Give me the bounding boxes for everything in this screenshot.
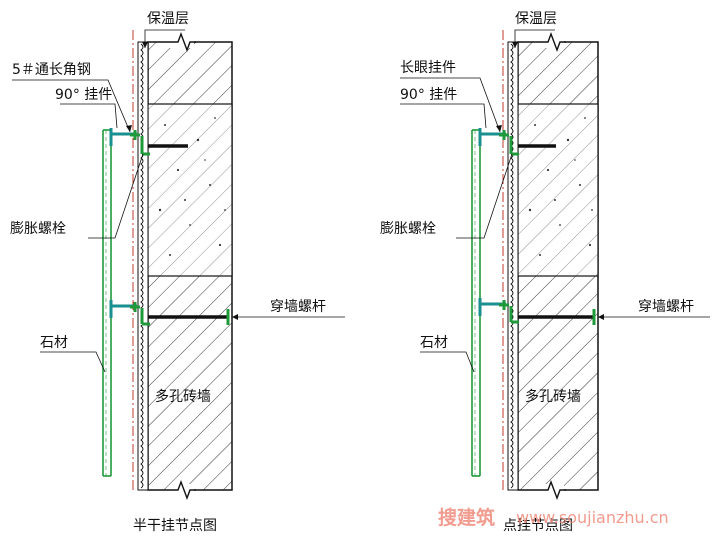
insulation-layer (507, 41, 519, 491)
label-through-bolt-left: 穿墙螺杆 (270, 299, 326, 315)
insulation-texture (140, 43, 144, 489)
watermark-cn: 搜建筑 (438, 506, 495, 529)
leader-arrows (126, 42, 238, 320)
label-hanger-right: 90° 挂件 (400, 87, 457, 103)
concrete-speckles (528, 117, 593, 256)
label-bolt-right: 膨胀螺栓 (380, 220, 436, 237)
label-through-bolt-right: 穿墙螺杆 (638, 299, 694, 315)
label-stone-left: 石材 (40, 335, 68, 351)
concrete-speckles (158, 117, 226, 256)
label-angle-steel: 5＃通长角钢 (12, 62, 91, 78)
leader-arrows (496, 42, 604, 320)
upper-hanger-bracket (478, 128, 519, 156)
label-insulation-right: 保温层 (515, 11, 557, 27)
label-bolt-left: 膨胀螺栓 (10, 220, 66, 237)
label-wall-right: 多孔砖墙 (525, 388, 581, 405)
label-slot-hanger: 长眼挂件 (400, 60, 456, 76)
lower-hanger-bracket (478, 298, 519, 324)
label-wall-left: 多孔砖墙 (155, 388, 211, 405)
label-stone-right: 石材 (420, 335, 448, 351)
upper-hanger-bracket (109, 128, 150, 156)
insulation-layer (137, 41, 149, 491)
title-right: 点挂节点图 (503, 518, 573, 534)
leader-lines (12, 29, 345, 373)
lower-hanger-bracket (109, 300, 150, 326)
label-hanger-left: 90° 挂件 (55, 87, 112, 103)
watermark: 搜建筑 www.soujianzhu.cn (438, 506, 669, 529)
point-hanging-diagram: 保温层 长眼挂件 90° 挂件 膨胀螺栓 穿墙螺杆 石材 多孔砖墙 点挂节点图 (380, 11, 710, 534)
leader-lines (400, 29, 710, 373)
break-lines (540, 32, 566, 500)
insulation-texture (510, 43, 514, 489)
label-insulation-left: 保温层 (147, 11, 189, 27)
watermark-url: www.soujianzhu.cn (516, 508, 669, 527)
title-left: 半干挂节点图 (133, 518, 217, 534)
break-lines (170, 32, 196, 500)
semi-dry-hanging-diagram: 保温层 5＃通长角钢 90° 挂件 膨胀螺栓 穿墙螺杆 石材 多孔砖墙 半干挂节… (10, 11, 345, 534)
